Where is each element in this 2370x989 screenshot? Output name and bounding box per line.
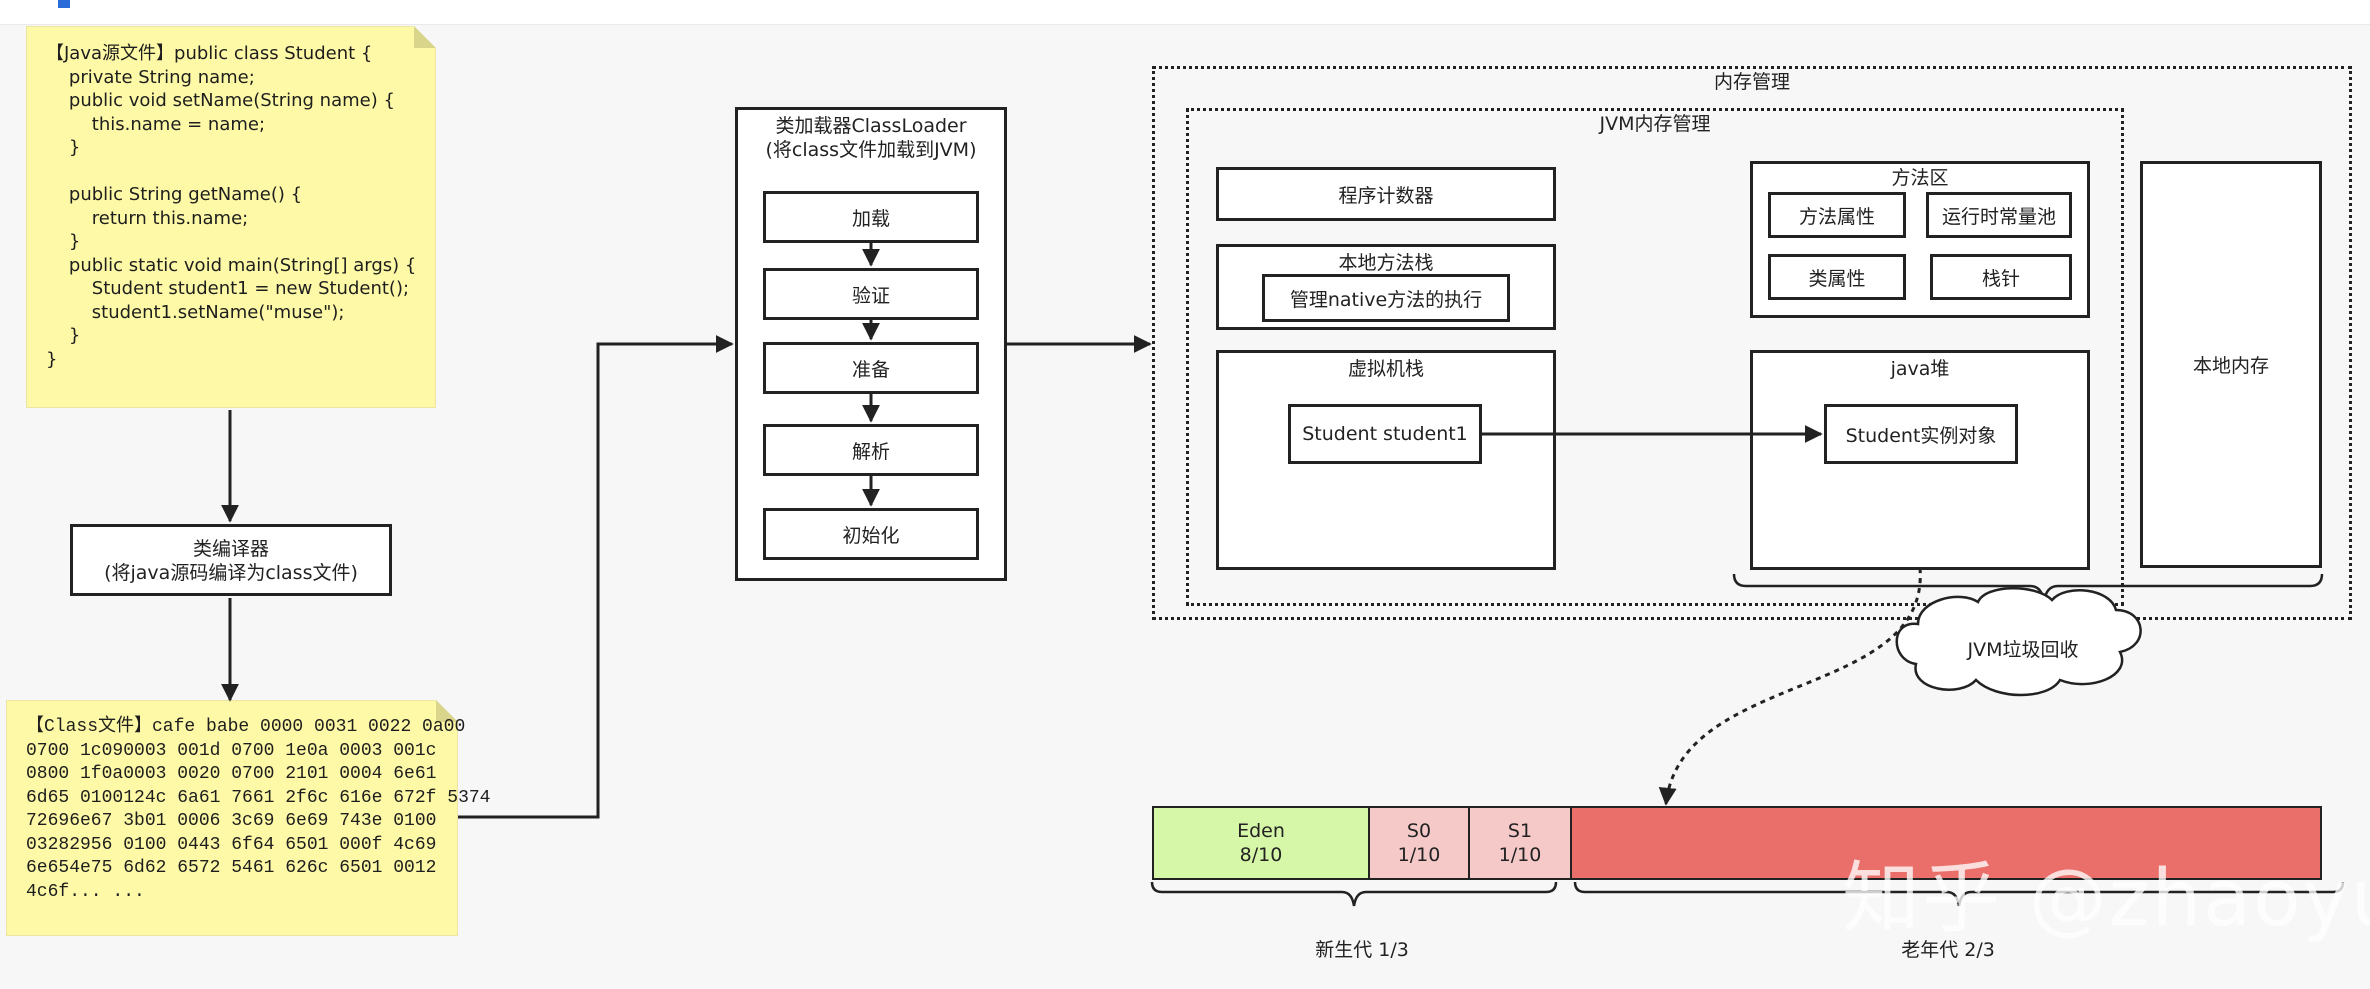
method-area-title: 方法区 <box>1891 167 1949 189</box>
note-fold <box>414 26 436 48</box>
runtime-constant-pool-box: 运行时常量池 <box>1926 192 2072 238</box>
compiler-title: 类编译器 <box>192 538 269 560</box>
arrow-classfile-to-loader <box>458 335 734 819</box>
old-generation-label: 老年代 2/3 <box>1901 939 1995 961</box>
native-memory-box: 本地内存 <box>2140 161 2322 568</box>
compiler-subtitle: (将java源码编译为class文件) <box>104 562 358 584</box>
class-compiler-box: 类编译器 (将java源码编译为class文件) <box>70 524 392 596</box>
brace-old-gen <box>1573 881 2345 907</box>
stack-frame-box: 栈针 <box>1930 254 2072 300</box>
class-file-note: 【Class文件】cafe babe 0000 0031 0022 0a00 0… <box>6 700 490 936</box>
gc-cloud-shape <box>1895 587 2142 697</box>
memory-management-title: 内存管理 <box>1713 71 1790 93</box>
young-generation-label: 新生代 1/3 <box>1315 939 1409 961</box>
step-prepare: 准备 <box>763 342 979 394</box>
native-method-exec-box: 管理native方法的执行 <box>1262 274 1510 322</box>
note-fold <box>436 700 458 722</box>
memory-management-region <box>1152 66 2352 620</box>
native-stack-title: 本地方法栈 <box>1338 252 1434 274</box>
java-heap-title: java堆 <box>1890 358 1950 380</box>
top-bar <box>0 0 2370 25</box>
old-generation-segment <box>1570 806 2322 880</box>
class-loader-title: 类加载器ClassLoader <box>775 115 967 137</box>
survivor-s0-segment: S0 1/10 <box>1368 806 1470 880</box>
top-bar-accent <box>58 0 70 8</box>
student-instance-box: Student实例对象 <box>1824 404 2018 464</box>
step-resolve: 解析 <box>763 424 979 476</box>
class-file-bytes: 【Class文件】cafe babe 0000 0031 0022 0a00 0… <box>26 717 491 902</box>
step-initialize: 初始化 <box>763 508 979 560</box>
step-verify: 验证 <box>763 268 979 320</box>
step-load: 加载 <box>763 191 979 243</box>
student-reference-box: Student student1 <box>1288 404 1482 464</box>
gc-label: JVM垃圾回收 <box>1967 639 2079 661</box>
jvm-memory-title: JVM内存管理 <box>1599 113 1711 135</box>
class-attributes-box: 类属性 <box>1768 254 1906 300</box>
class-loader-subtitle: (将class文件加载到JVM) <box>765 139 977 161</box>
java-source-note: 【Java源文件】public class Student { private … <box>26 26 436 408</box>
watermark: 知乎 @zhaoyu <box>1842 854 2370 944</box>
survivor-s1-segment: S1 1/10 <box>1468 806 1572 880</box>
jvm-memory-region <box>1186 108 2124 606</box>
vm-stack-title: 虚拟机栈 <box>1347 358 1424 380</box>
brace-young-gen <box>1150 881 1558 907</box>
method-attributes-box: 方法属性 <box>1768 192 1906 238</box>
eden-segment: Eden 8/10 <box>1152 806 1370 880</box>
arrow-heap-to-old-gen <box>1658 567 1922 806</box>
program-counter-box: 程序计数器 <box>1216 167 1556 221</box>
java-source-code: 【Java源文件】public class Student { private … <box>46 43 417 370</box>
